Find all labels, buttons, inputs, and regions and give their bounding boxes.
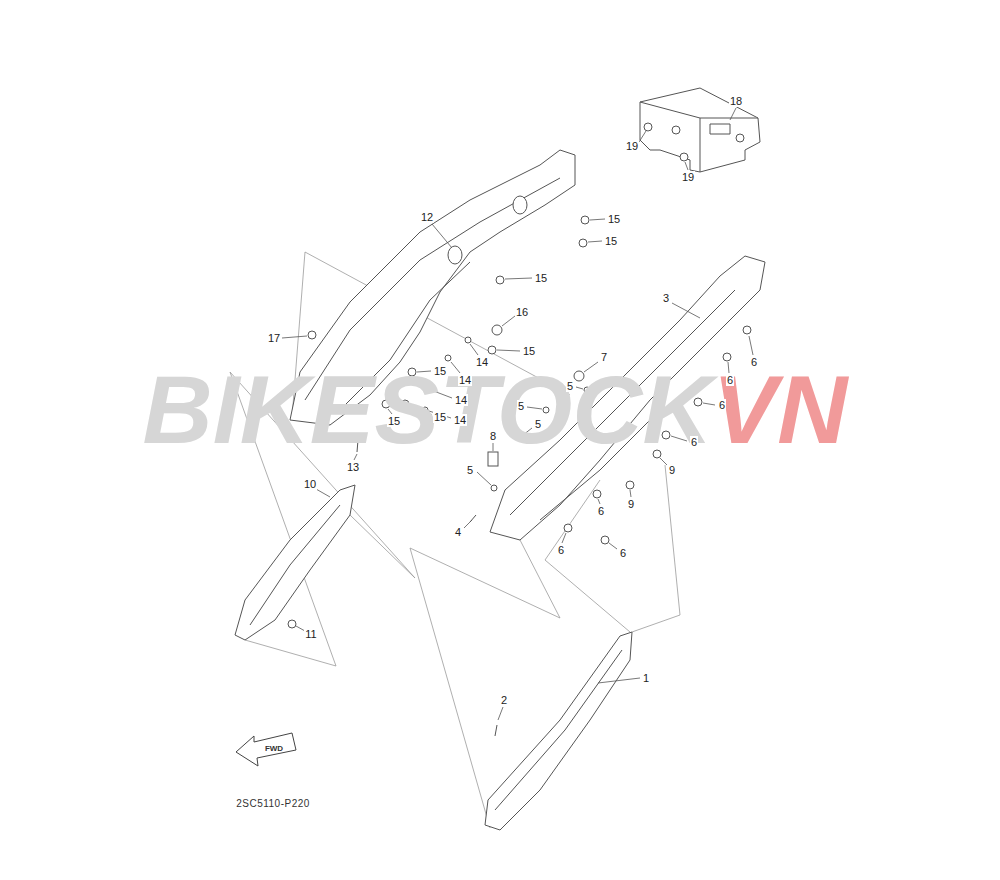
side-molding-1 — [485, 632, 632, 830]
callout-number: 6 — [726, 374, 734, 386]
callout-number: 2 — [500, 694, 508, 706]
cover-edge — [250, 505, 340, 625]
callout-number: 5 — [566, 380, 574, 392]
guide-line — [665, 465, 680, 615]
callout-number: 15 — [433, 365, 447, 377]
guide-line — [410, 548, 490, 828]
diagram-code: 2SC5110-P220 — [236, 798, 310, 809]
fwd-label: FWD — [265, 744, 283, 753]
cover-boss — [513, 196, 527, 214]
watermark-text: BIKESTOCK — [143, 361, 713, 458]
callout-number: 17 — [267, 332, 281, 344]
callout-number: 14 — [458, 374, 472, 386]
callout-number: 6 — [690, 436, 698, 448]
callout-number: 5 — [534, 418, 542, 430]
molding-edge — [495, 650, 622, 810]
callout-number: 5 — [517, 400, 525, 412]
guide-line — [245, 640, 336, 666]
panels — [235, 88, 765, 830]
guide-line — [632, 615, 680, 632]
callout-number: 15 — [604, 235, 618, 247]
grab-bracket-18 — [640, 88, 760, 172]
callout-number: 1 — [642, 672, 650, 684]
callout-number: 14 — [475, 356, 489, 368]
bracket-hole — [672, 126, 680, 134]
bracket-hole — [736, 134, 744, 142]
callout-number: 15 — [387, 415, 401, 427]
callout-number: 19 — [681, 171, 695, 183]
guide-line — [545, 560, 630, 632]
callout-number: 15 — [534, 272, 548, 284]
callout-number: 6 — [619, 547, 627, 559]
callout-number: 15 — [433, 411, 447, 423]
callout-number: 11 — [304, 628, 317, 640]
callout-number: 14 — [454, 394, 468, 406]
callout-number: 6 — [718, 399, 726, 411]
bracket-slot — [710, 124, 730, 134]
callout-number: 9 — [627, 498, 635, 510]
callout-number: 6 — [557, 544, 565, 556]
callout-number: 18 — [729, 95, 743, 107]
callout-number: 3 — [662, 292, 670, 304]
callout-number: 4 — [454, 526, 462, 538]
side-cover-10 — [235, 485, 355, 640]
guide-line — [410, 548, 560, 618]
bracket-edge — [640, 102, 758, 172]
cover-boss — [448, 246, 462, 264]
callout-number: 6 — [750, 356, 758, 368]
callout-number: 15 — [522, 345, 536, 357]
callout-number: 12 — [420, 211, 434, 223]
callout-number: 9 — [668, 464, 676, 476]
callout-number: 15 — [607, 213, 621, 225]
guide-line — [520, 540, 560, 618]
callout-number: 16 — [515, 306, 529, 318]
fwd-arrow — [236, 733, 296, 766]
callout-number: 6 — [597, 505, 605, 517]
guide-lines — [230, 252, 680, 828]
callout-number: 19 — [625, 140, 639, 152]
callout-number: 13 — [346, 461, 360, 473]
callout-number: 8 — [489, 430, 497, 442]
callout-number: 7 — [600, 351, 608, 363]
callout-number: 5 — [466, 464, 474, 476]
callout-number: 10 — [303, 478, 317, 490]
callout-number: 14 — [453, 414, 467, 426]
guide-line — [350, 515, 415, 578]
